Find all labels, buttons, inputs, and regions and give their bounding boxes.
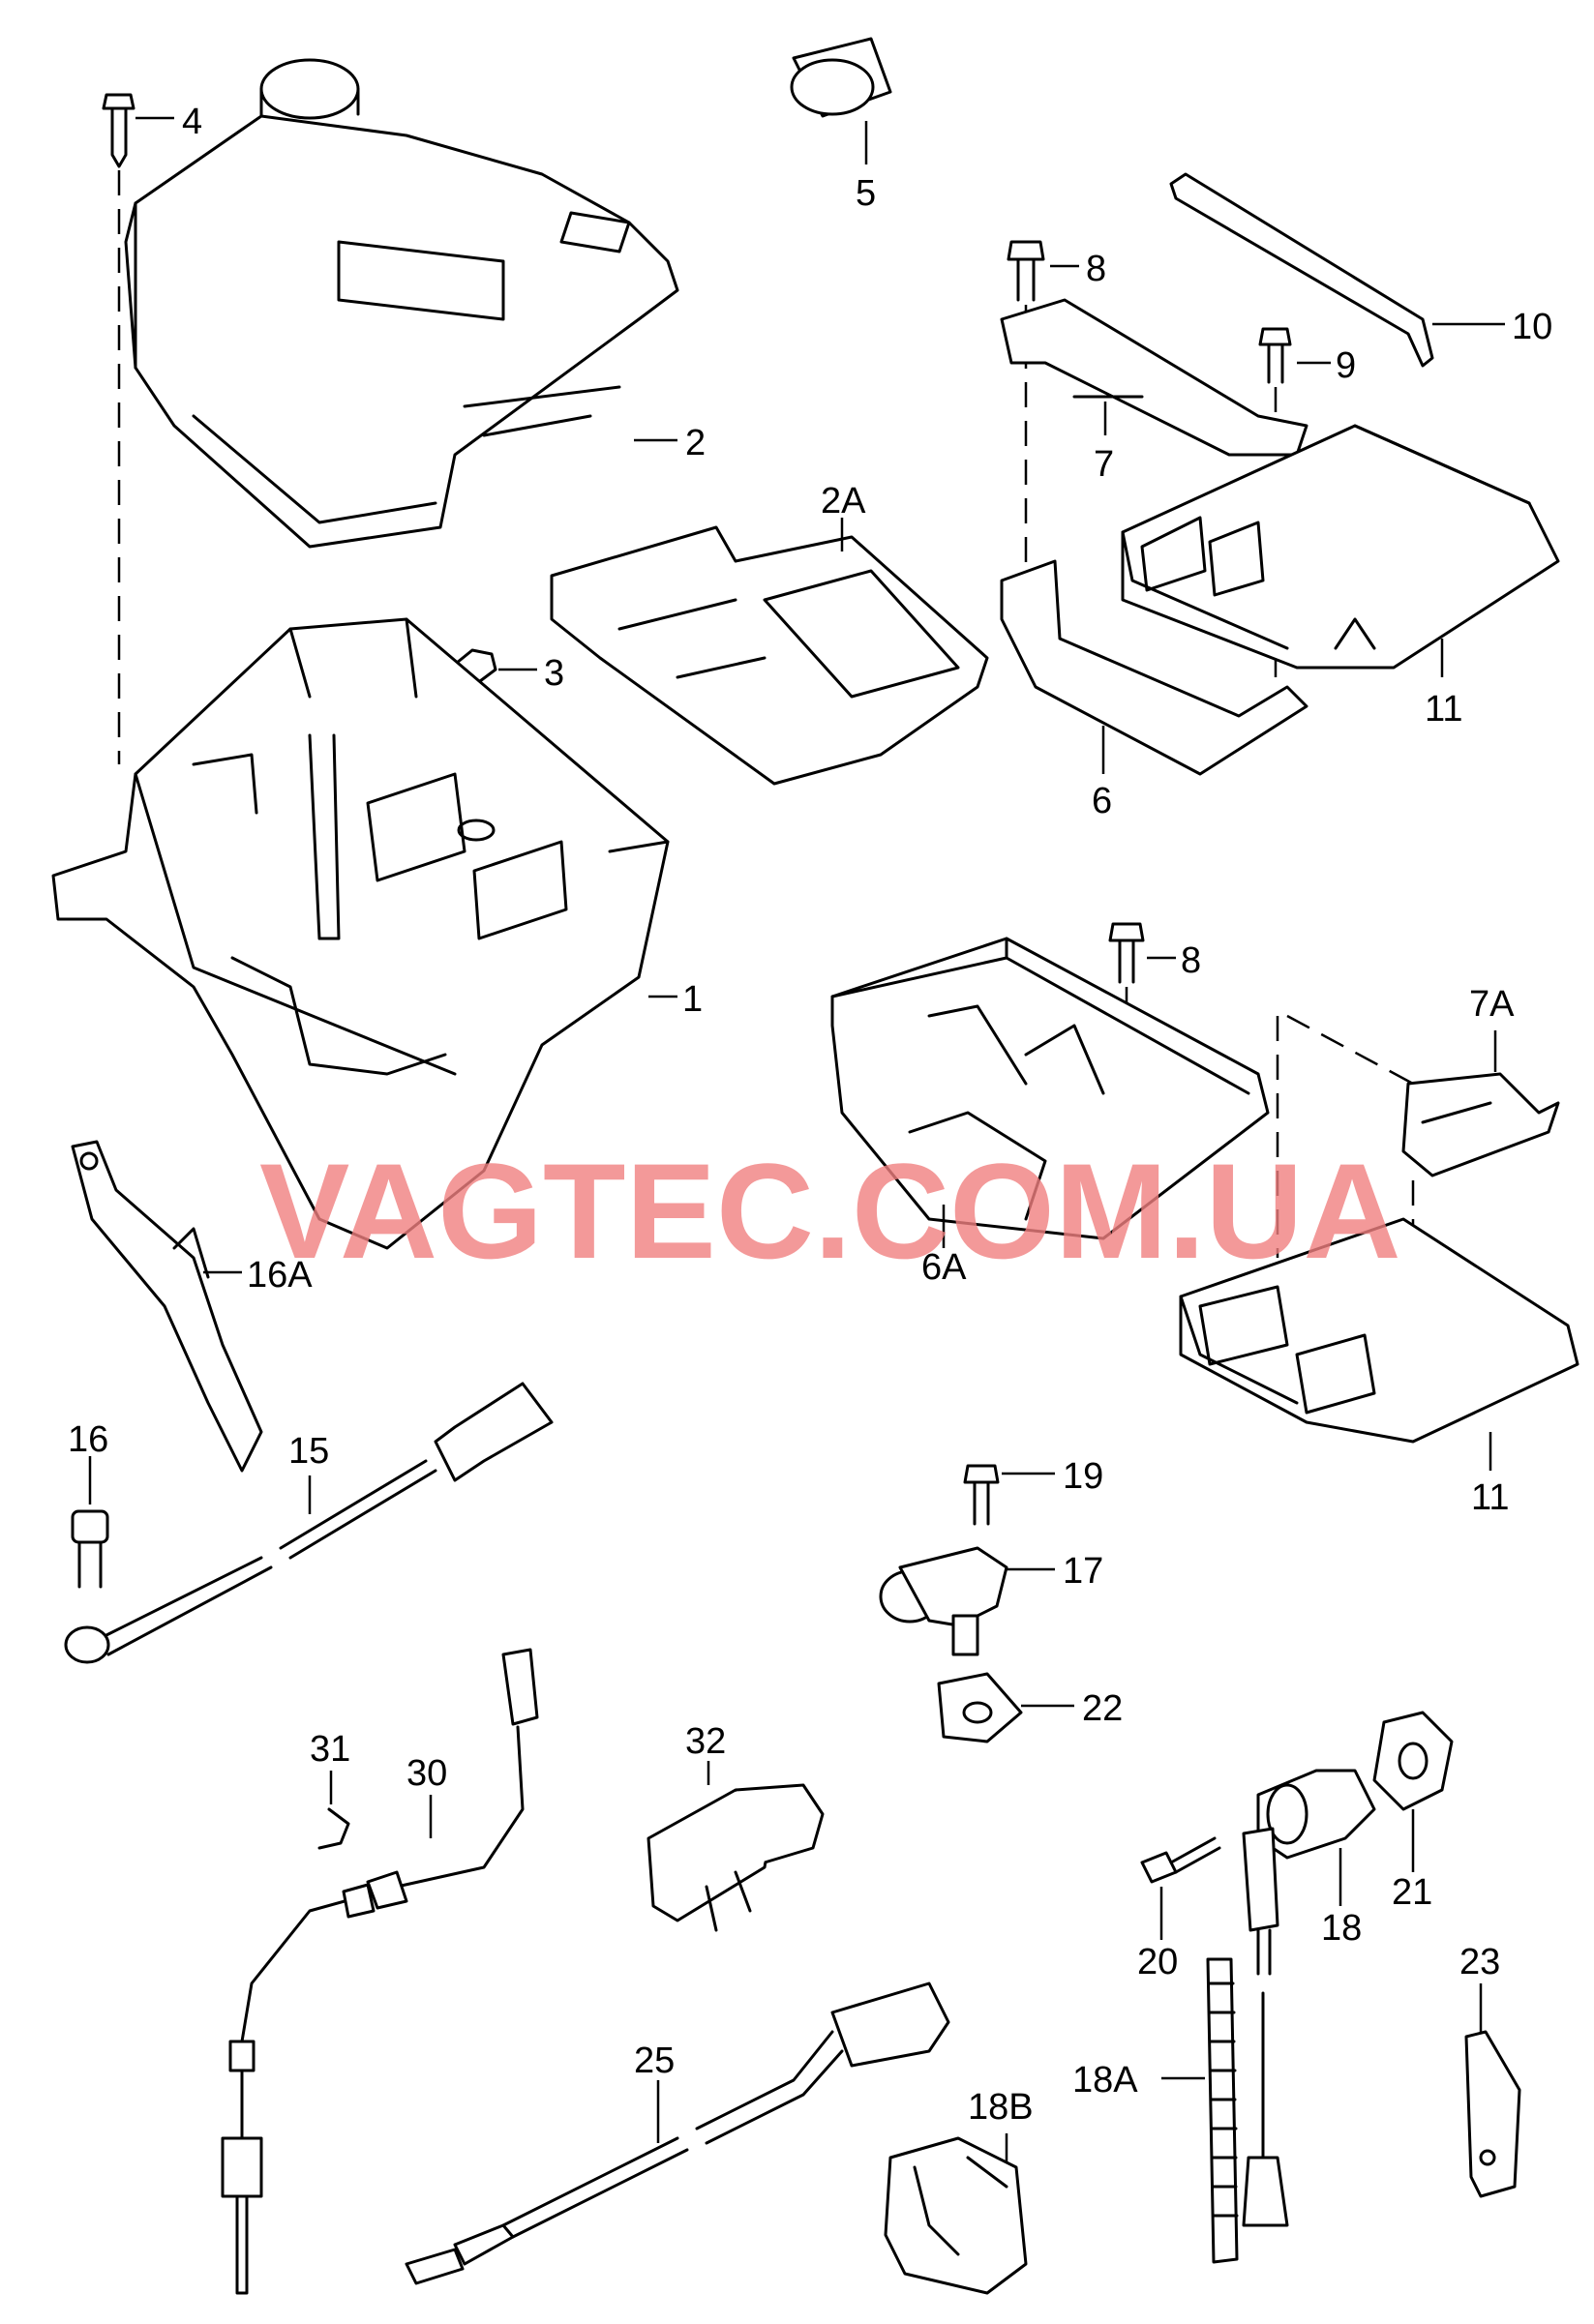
callout-11-top: 11 (1425, 689, 1462, 730)
part-30-temp-sensor (221, 1648, 539, 2295)
callout-3: 3 (544, 653, 564, 694)
part-16-bolt (71, 1456, 109, 1589)
callout-7: 7 (1094, 444, 1114, 485)
part-11a-ecu (1121, 424, 1560, 677)
callout-8-mid: 8 (1181, 940, 1201, 981)
callout-23: 23 (1459, 1942, 1500, 1982)
part-18B-cover-cap (884, 2133, 1028, 2295)
part-22-gasket (937, 1672, 1074, 1743)
callout-7A: 7A (1469, 984, 1515, 1025)
callout-labels: 4 5 8 10 9 2 7 2A 3 11 6 8 1 7A 16A 6A 1… (68, 102, 1552, 2128)
part-7-bracket (1000, 298, 1308, 457)
callout-25: 25 (634, 2041, 675, 2081)
callout-30: 30 (406, 1753, 447, 1794)
callout-11-mid: 11 (1471, 1477, 1509, 1518)
part-11b-ecu (1179, 1217, 1579, 1471)
callout-2: 2 (685, 423, 706, 463)
part-6-bracket (1000, 559, 1308, 776)
callout-9: 9 (1336, 345, 1356, 386)
part-8a-bolt (1007, 240, 1079, 302)
part-20-bolt (1140, 1836, 1221, 1940)
callout-19: 19 (1063, 1456, 1103, 1497)
part-7A-bracket (1401, 1030, 1560, 1177)
part-18-speed-sensor (1242, 1769, 1376, 2227)
part-17-camshaft-sensor (879, 1546, 1055, 1656)
callout-32: 32 (685, 1721, 726, 1762)
callout-2A: 2A (821, 481, 866, 521)
callout-6: 6 (1092, 781, 1112, 821)
part-25-lambda-probe (405, 1981, 950, 2285)
part-8b-bolt (1108, 922, 1176, 984)
part-10-bracket (1169, 172, 1505, 368)
callout-8-top: 8 (1086, 249, 1106, 289)
callout-16: 16 (68, 1419, 108, 1460)
callout-17: 17 (1063, 1551, 1103, 1592)
part-1-box-base (51, 617, 677, 1250)
part-19-bolt (963, 1464, 1055, 1526)
callout-22: 22 (1082, 1688, 1123, 1729)
watermark-text: VAGTEC.COM.UA (259, 1135, 1401, 1287)
callout-20: 20 (1137, 1942, 1178, 1982)
part-9-bolt (1258, 327, 1331, 384)
part-2-box-cover (124, 58, 679, 549)
callout-4: 4 (182, 102, 202, 142)
callout-18A: 18A (1072, 2060, 1138, 2101)
part-23-clip (1464, 1983, 1521, 2198)
callout-31: 31 (310, 1729, 350, 1770)
callout-18B: 18B (968, 2087, 1034, 2128)
callout-16A: 16A (247, 1255, 313, 1296)
part-5-relay (790, 37, 892, 164)
part-2A-cover-insert (550, 518, 989, 786)
callout-10: 10 (1512, 307, 1552, 347)
part-6A-bracket-plate (830, 937, 1270, 1248)
part-18A-corrugated-tube (1161, 1957, 1239, 2264)
part-31-clip (317, 1771, 350, 1850)
part-16A-sensor-bracket (71, 1140, 263, 1473)
callout-1: 1 (682, 979, 703, 1020)
callout-15: 15 (288, 1431, 329, 1472)
part-21-gasket (1372, 1711, 1454, 1872)
part-4-screw (102, 93, 174, 168)
callout-6A: 6A (921, 1247, 967, 1288)
callout-5: 5 (856, 173, 876, 214)
part-15-knock-sensor (64, 1382, 554, 1664)
callout-18: 18 (1321, 1908, 1362, 1949)
part-32-pressure-sensor (647, 1761, 825, 1932)
callout-21: 21 (1392, 1872, 1432, 1913)
